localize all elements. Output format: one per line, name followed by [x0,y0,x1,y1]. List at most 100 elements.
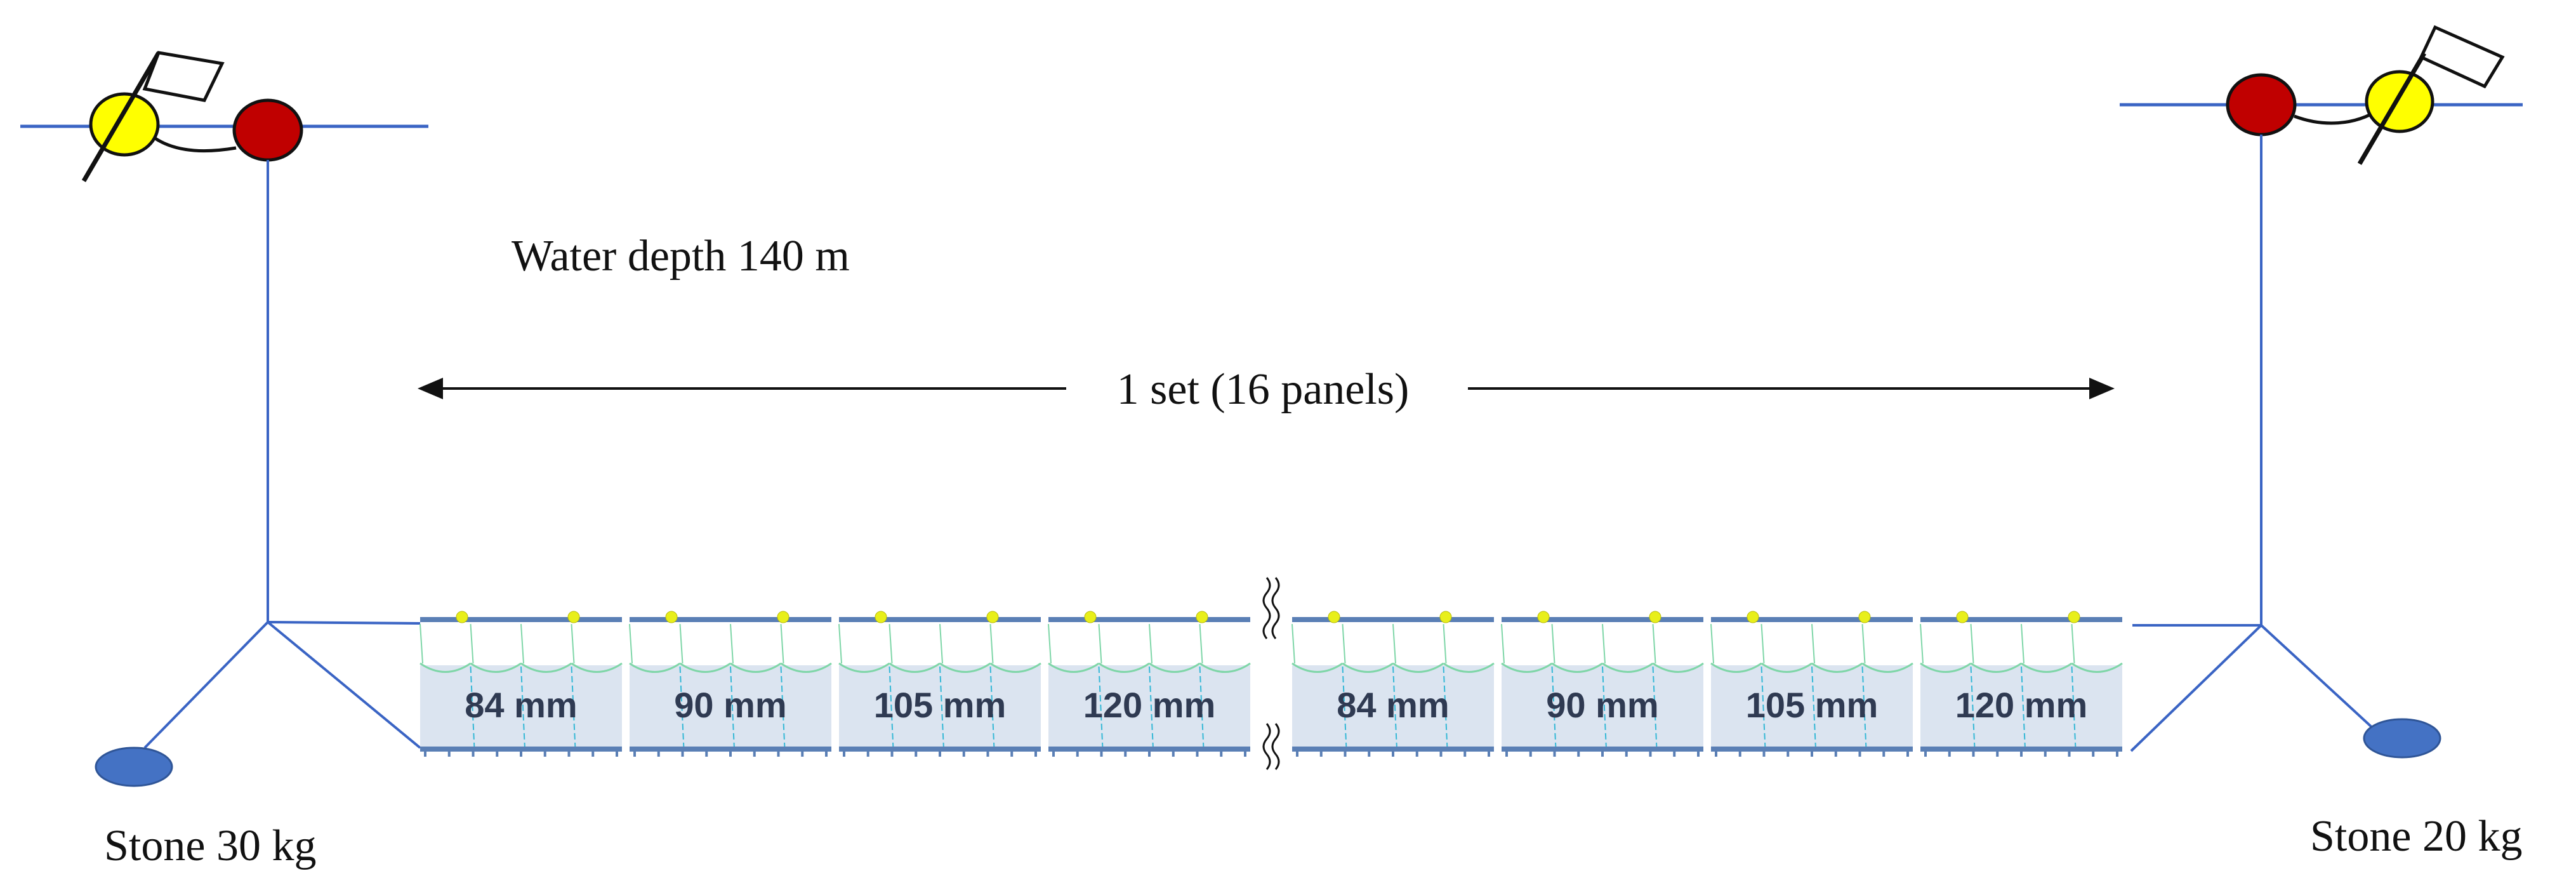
mesh-hanging-line [1291,623,1295,664]
mesh-size-label: 120 mm [1083,685,1216,725]
mesh-hanging-line [470,623,474,664]
mesh-arc [888,662,941,673]
net-panel: 90 mm [1501,611,1704,757]
mesh-hanging-line [1760,623,1765,664]
mesh-hanging-line [939,623,943,664]
mesh-hanging-line [1149,623,1153,664]
mesh-vertical-line [1149,666,1154,750]
headrope [1920,617,2122,622]
mesh-arc [1551,662,1603,673]
break-mark-bottom-2 [1271,723,1280,770]
arrow-head-right [2089,378,2115,399]
headrope [420,617,622,622]
float [1649,611,1661,623]
footrope [1048,747,1250,752]
float [2068,611,2080,623]
stone-label-left: Stone 30 kg [104,821,316,870]
mesh-vertical-line [888,666,894,750]
mesh-arc [520,662,572,673]
mesh-arc [1760,662,1813,673]
mesh-vertical-line [989,666,995,750]
mesh-size-label: 105 mm [1746,685,1879,725]
mesh-vertical-line [520,666,525,750]
mesh-arc [679,662,731,673]
mesh-hanging-line [1342,623,1346,664]
mesh-hanging-line [1811,623,1815,664]
break-mark-top [1262,577,1271,639]
float [456,611,468,623]
float [567,611,580,623]
mesh-hanging-line [520,623,524,664]
arrow-head-left [418,378,443,399]
left-mooring [95,160,421,787]
mesh-vertical-line [2021,666,2026,750]
mesh-hanging-line [2021,623,2024,664]
mesh-hanging-line [1602,623,1606,664]
buoy-icon [2365,70,2434,133]
float [1196,611,1208,623]
mesh-hanging-line [989,623,994,664]
mesh-hanging-line [1970,623,1974,664]
mesh-arc [1199,662,1251,673]
mesh-vertical-line [1443,666,1448,750]
mesh-vertical-line [1342,666,1347,750]
float [1537,611,1550,623]
mesh-arc [1920,662,1972,673]
mesh-size-label: 84 mm [1337,685,1449,725]
mesh-arc [2071,662,2123,673]
buoy-icon [232,98,303,162]
break-mark-bottom [1262,723,1271,770]
mesh-vertical-line [1861,666,1867,750]
mesh-arc [780,662,832,673]
mesh-arc [2021,662,2073,673]
flag-icon [2419,25,2505,89]
float [1439,611,1452,623]
stone-icon [95,747,173,787]
footrope [839,747,1041,752]
mesh-arc [989,662,1041,673]
mesh-hanging-line [2071,623,2075,664]
mesh-hanging-line [1551,623,1556,664]
mesh-hanging-line [888,623,893,664]
buoy-icon [89,92,160,157]
set-label: 1 set (16 panels) [1117,365,1410,414]
float [665,611,678,623]
mesh-arc [1098,662,1150,673]
buoy-icon [2226,73,2297,136]
float [1858,611,1871,623]
mesh-arc [838,662,890,673]
headrope [630,617,831,622]
headrope [1502,617,1703,622]
footrope [1292,747,1494,752]
mesh-vertical-line [939,666,944,750]
mesh-arc [939,662,991,673]
mesh-hanging-line [1199,623,1203,664]
mesh-size-label: 120 mm [1955,685,2088,725]
footrope [1711,747,1913,752]
stone-label-right: Stone 20 kg [2310,812,2522,861]
mesh-vertical-line [571,666,576,750]
footrope [420,747,622,752]
mesh-arc [1861,662,1913,673]
footrope [1920,747,2122,752]
float [777,611,789,623]
mesh-vertical-line [730,666,735,750]
headrope [839,617,1041,622]
net-panel: 120 mm [1920,611,2123,757]
set-span-arrow [418,378,2115,399]
footrope [630,747,831,752]
flag-icon [142,51,225,102]
flag-pole-front [2357,52,2427,165]
mesh-vertical-line [1760,666,1766,750]
mesh-hanging-line [1392,623,1396,664]
net-panel: 120 mm [1048,611,1251,757]
mesh-size-label: 90 mm [1546,685,1658,725]
mesh-arc [1811,662,1863,673]
buoy-connector-rope [153,136,237,153]
net-panel: 84 mm [419,611,623,757]
break-mark-icon [1262,577,1280,770]
float [1747,611,1759,623]
anchor-line-right [2260,624,2375,730]
mesh-hanging-line [571,623,575,664]
float [1956,611,1969,623]
